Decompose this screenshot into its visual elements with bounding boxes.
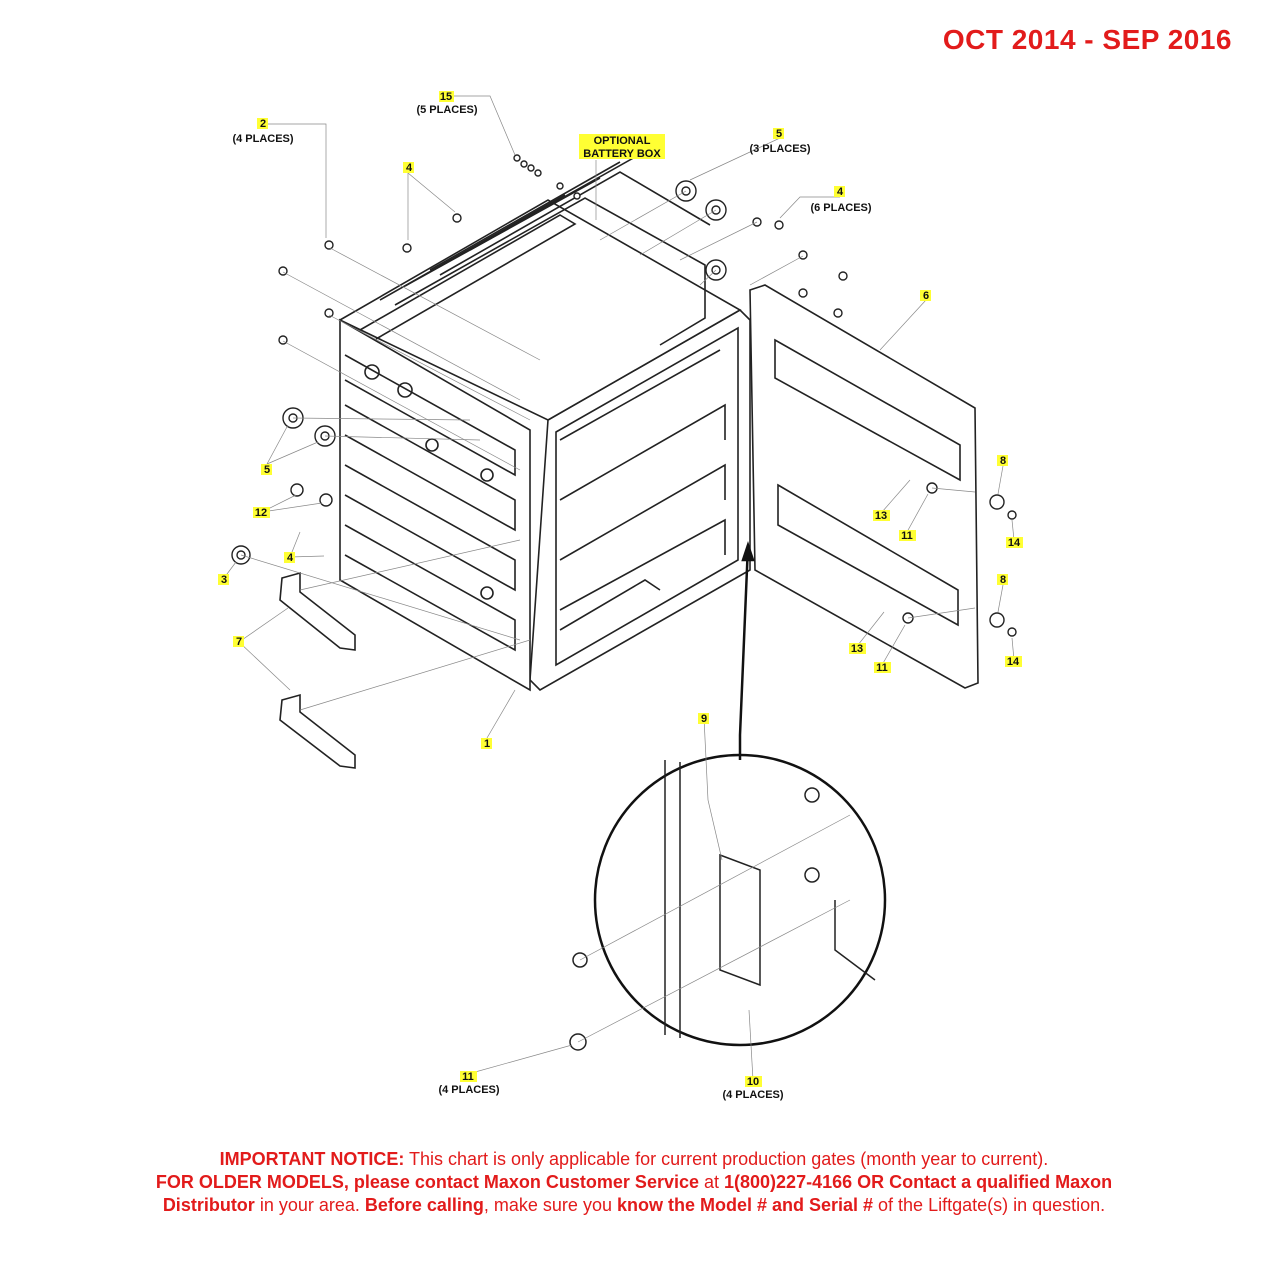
callout-labels: 15 (5 PLACES) 2 (4 PLACES) OPTIONAL BATT… (218, 91, 1023, 1101)
callout-11-bottom-number: 11 (462, 1071, 474, 1083)
notice-liftgate: of the Liftgate(s) in question. (873, 1195, 1106, 1215)
callout-14-lower: 14 (1005, 656, 1022, 668)
notice-at: at (699, 1172, 725, 1192)
notice-line-2: FOR OLDER MODELS, please contact Maxon C… (60, 1171, 1208, 1194)
callout-5-top-places: (3 PLACES) (749, 143, 810, 155)
callout-1: 1 (481, 738, 492, 750)
exploded-parts-diagram: 15 (5 PLACES) 2 (4 PLACES) OPTIONAL BATT… (218, 91, 1023, 1101)
notice-before-calling: Before calling (364, 1195, 484, 1215)
callout-9-number: 9 (701, 713, 707, 725)
callout-4-left: 4 (284, 552, 295, 564)
callout-11-upper: 11 (899, 530, 916, 542)
callout-4-right: 4 (6 PLACES) (810, 186, 872, 214)
callout-11-upper-number: 11 (901, 530, 913, 542)
hinge-detail-arrow (738, 541, 755, 760)
battery-box-body (338, 142, 751, 692)
hinge-detail-inner (569, 760, 876, 1051)
callout-13-lower: 13 (849, 643, 866, 655)
callout-15-places: (5 PLACES) (416, 104, 477, 116)
callout-3: 3 (218, 574, 229, 586)
notice-older-models: FOR OLDER MODELS, please contact Maxon C… (155, 1172, 699, 1192)
notice-area: in your area. (254, 1195, 365, 1215)
notice-distributor: Distributor (162, 1195, 255, 1215)
callout-13-upper: 13 (873, 510, 890, 522)
callout-11-bottom-places: (4 PLACES) (438, 1084, 499, 1096)
notice-line-1: IMPORTANT NOTICE: This chart is only app… (60, 1148, 1208, 1171)
callout-5-top: 5 (3 PLACES) (749, 128, 811, 155)
callout-10-places: (4 PLACES) (722, 1089, 783, 1101)
notice-phone: 1(800)227-4166 OR Contact a qualified Ma… (724, 1172, 1113, 1192)
latch-parts (279, 571, 356, 769)
callout-2: 2 (4 PLACES) (232, 118, 294, 145)
notice-model-serial: know the Model # and Serial # (616, 1195, 874, 1215)
callout-6-number: 6 (923, 290, 929, 302)
callout-5-top-number: 5 (776, 128, 782, 140)
callout-4-right-number: 4 (837, 186, 844, 198)
callout-14-lower-number: 14 (1007, 656, 1020, 668)
callout-9: 9 (698, 713, 709, 725)
notice-line-1-text: This chart is only applicable for curren… (404, 1149, 1049, 1169)
callout-14-upper: 14 (1006, 537, 1023, 549)
callout-10-number: 10 (747, 1076, 759, 1088)
callout-11-lower-number: 11 (876, 662, 888, 674)
optional-label-line2: BATTERY BOX (583, 148, 661, 160)
callout-3-number: 3 (221, 574, 227, 586)
callout-8-upper: 8 (997, 455, 1008, 467)
callout-6: 6 (920, 290, 931, 302)
callout-4-left-number: 4 (287, 552, 294, 564)
notice-make-sure: , make sure you (483, 1195, 617, 1215)
notice-heading: IMPORTANT NOTICE: (219, 1149, 405, 1169)
callout-15: 15 (5 PLACES) (416, 91, 478, 116)
date-range-title: OCT 2014 - SEP 2016 (942, 24, 1232, 55)
callout-7: 7 (233, 636, 244, 648)
callout-4-top: 4 (403, 162, 414, 174)
callout-4-right-places: (6 PLACES) (810, 202, 871, 214)
callout-optional-battery-box: OPTIONAL BATTERY BOX (579, 134, 665, 160)
callout-14-upper-number: 14 (1008, 537, 1021, 549)
callout-1-number: 1 (484, 738, 490, 750)
callout-11-bottom: 11 (4 PLACES) (438, 1071, 500, 1096)
callout-8-lower: 8 (997, 574, 1008, 586)
callout-7-number: 7 (236, 636, 242, 648)
important-notice: IMPORTANT NOTICE: This chart is only app… (60, 1148, 1208, 1217)
callout-8-upper-number: 8 (1000, 455, 1006, 467)
callout-13-upper-number: 13 (875, 510, 887, 522)
callout-10: 10 (4 PLACES) (722, 1076, 784, 1101)
callout-2-number: 2 (260, 118, 266, 130)
callout-4-top-number: 4 (406, 162, 413, 174)
callout-15-number: 15 (440, 91, 452, 103)
battery-box-door (749, 284, 979, 689)
callout-13-lower-number: 13 (851, 643, 863, 655)
optional-label-line1: OPTIONAL (594, 135, 651, 147)
callout-5-left-number: 5 (264, 464, 270, 476)
callout-12: 12 (253, 507, 270, 519)
callout-11-lower: 11 (874, 662, 891, 674)
callout-8-lower-number: 8 (1000, 574, 1006, 586)
callout-2-places: (4 PLACES) (232, 133, 293, 145)
callout-12-number: 12 (255, 507, 267, 519)
callout-5-left: 5 (261, 464, 272, 476)
notice-line-3: Distributor in your area. Before calling… (60, 1194, 1208, 1217)
